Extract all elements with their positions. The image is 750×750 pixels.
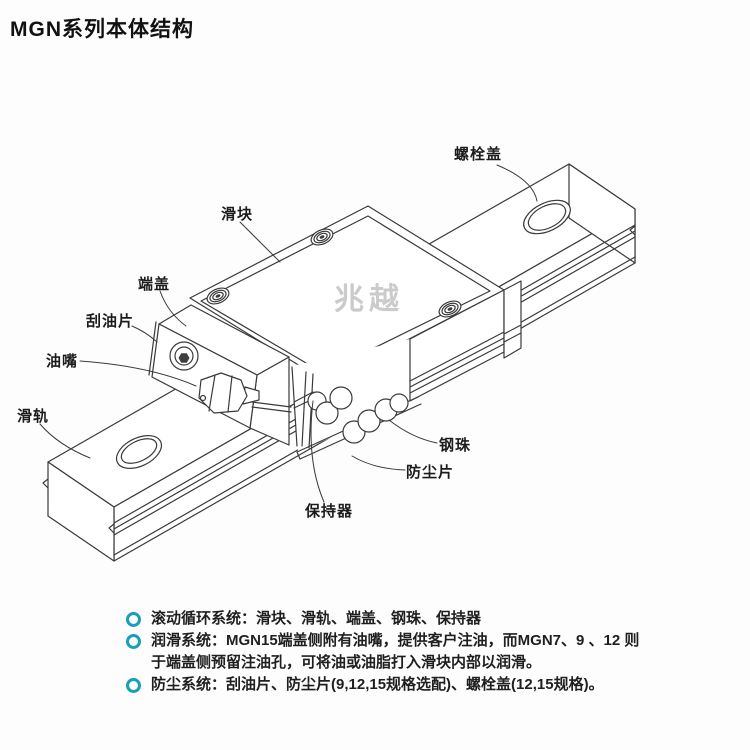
rail-hole-left	[115, 434, 163, 470]
note-text: 润滑系统：MGN15端盖侧附有油嘴，提供客户注油，而MGN7、9 、12 则	[151, 632, 640, 649]
page-title: MGN系列本体结构	[10, 18, 194, 41]
bullet-icon	[126, 678, 141, 693]
leader-retainer	[310, 400, 325, 503]
leader-end-cap	[159, 290, 187, 327]
note-lubrication-continuation: 于端盖侧预留注油孔，可将油或油脂打入滑块内部以润滑。	[151, 654, 542, 671]
leader-scraper	[131, 325, 158, 343]
watermark: 兆越	[334, 283, 404, 316]
label-dust-strip: 防尘片	[406, 464, 455, 481]
note-dustproof-system: 防尘系统：刮油片、防尘片(9,12,15规格选配)、螺栓盖(12,15规格)。	[126, 674, 736, 696]
retainer-drawing	[301, 371, 314, 449]
leader-bolt-cover	[496, 164, 538, 202]
label-end-cap: 端盖	[138, 276, 171, 293]
note-rolling-system: 滚动循环系统：滑块、滑轨、端盖、钢珠、保持器	[126, 608, 736, 630]
leader-balls	[388, 419, 438, 444]
block-thread-holes	[206, 228, 462, 318]
note-text: 滚动循环系统：滑块、滑轨、端盖、钢珠、保持器	[151, 610, 482, 627]
rail-hole-right	[523, 199, 571, 235]
leader-lines	[39, 164, 538, 503]
bullet-icon	[126, 612, 141, 627]
leader-nipple	[79, 360, 197, 387]
label-retainer: 保持器	[305, 503, 354, 520]
label-steel-balls: 钢珠	[439, 437, 472, 454]
label-slider-block: 滑块	[221, 206, 254, 223]
label-bolt-cover: 螺栓盖	[454, 146, 503, 163]
leader-slider	[239, 221, 281, 263]
leader-rail	[39, 423, 91, 459]
end-cap-screw	[169, 341, 199, 371]
label-rail: 滑轨	[17, 408, 50, 425]
label-grease-nipple: 油嘴	[46, 353, 79, 370]
note-text: 防尘系统：刮油片、防尘片(9,12,15规格选配)、螺栓盖(12,15规格)。	[151, 676, 604, 693]
grease-nipple-drawing	[198, 372, 260, 414]
bullet-icon	[126, 634, 141, 649]
label-oil-scraper: 刮油片	[86, 313, 135, 330]
notes-list: 滚动循环系统：滑块、滑轨、端盖、钢珠、保持器 润滑系统：MGN15端盖侧附有油嘴…	[126, 608, 736, 696]
leader-dust	[351, 455, 406, 471]
note-lubrication-system: 润滑系统：MGN15端盖侧附有油嘴，提供客户注油，而MGN7、9 、12 则	[126, 630, 736, 652]
